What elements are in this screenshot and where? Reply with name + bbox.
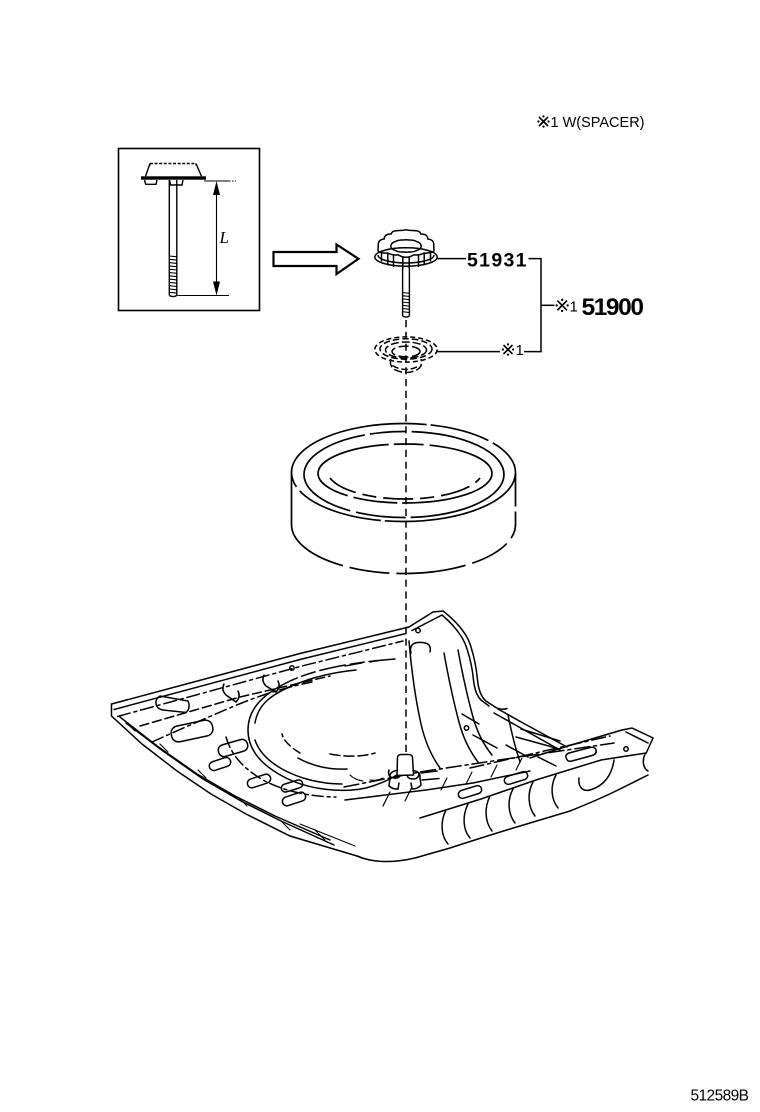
svg-text:512589B: 512589B — [691, 1088, 750, 1105]
svg-text:1: 1 — [516, 342, 524, 359]
svg-text:51900: 51900 — [582, 294, 645, 321]
svg-text:1: 1 — [570, 299, 578, 316]
svg-text:L: L — [219, 228, 229, 247]
svg-text:1 W(SPACER): 1 W(SPACER) — [551, 115, 645, 131]
svg-text:51931: 51931 — [467, 249, 528, 271]
